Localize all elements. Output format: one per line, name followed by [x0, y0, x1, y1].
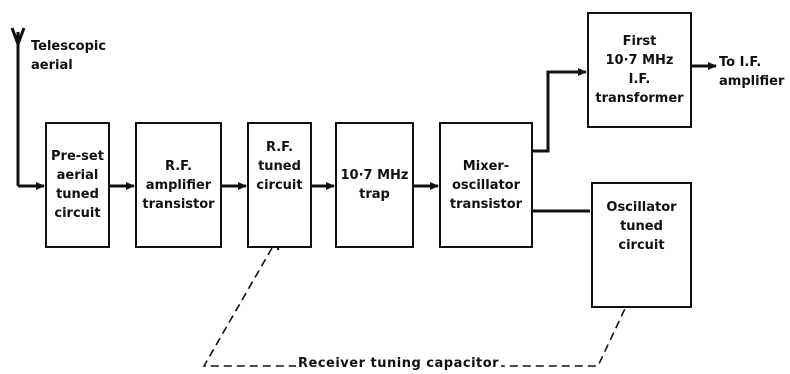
tuning-capacitor-gang-line: [202, 247, 631, 367]
trap-block: 10·7 MHz trap: [335, 122, 414, 248]
trap-label: 10·7 MHz trap: [340, 168, 409, 202]
mixer-to-if-transformer-connector: [532, 68, 587, 153]
mixer-oscillator-transistor-label: Mixer- oscillator transistor: [449, 158, 523, 212]
oscillator-tuned-circuit-label: Oscillator tuned circuit: [606, 200, 677, 253]
if-transformer-block: First 10·7 MHz I.F. transformer: [587, 12, 692, 128]
tuning-capacitor-caption: Receiver tuning capacitor: [296, 356, 502, 371]
if-transformer-label: First 10·7 MHz I.F. transformer: [595, 34, 684, 106]
output-label: To I.F. amplifier: [719, 55, 785, 89]
rf-amplifier-transistor-label: R.F. amplifier transistor: [142, 158, 215, 212]
aerial-label: Telescopic aerial: [31, 39, 107, 73]
preset-aerial-tuned-circuit-label: Pre-set aerial tuned circuit: [51, 149, 104, 221]
preset-aerial-tuned-circuit-block: Pre-set aerial tuned circuit: [45, 122, 110, 248]
mixer-oscillator-transistor-block: Mixer- oscillator transistor: [439, 122, 533, 248]
rf-amplifier-transistor-block: R.F. amplifier transistor: [135, 122, 222, 248]
oscillator-tuned-circuit-block: Oscillator tuned circuit: [591, 182, 692, 308]
rf-tuned-circuit-block: R.F. tuned circuit: [247, 122, 312, 248]
aerial-antenna-icon: [10, 27, 26, 186]
rf-tuned-circuit-label: R.F. tuned circuit: [256, 140, 303, 193]
